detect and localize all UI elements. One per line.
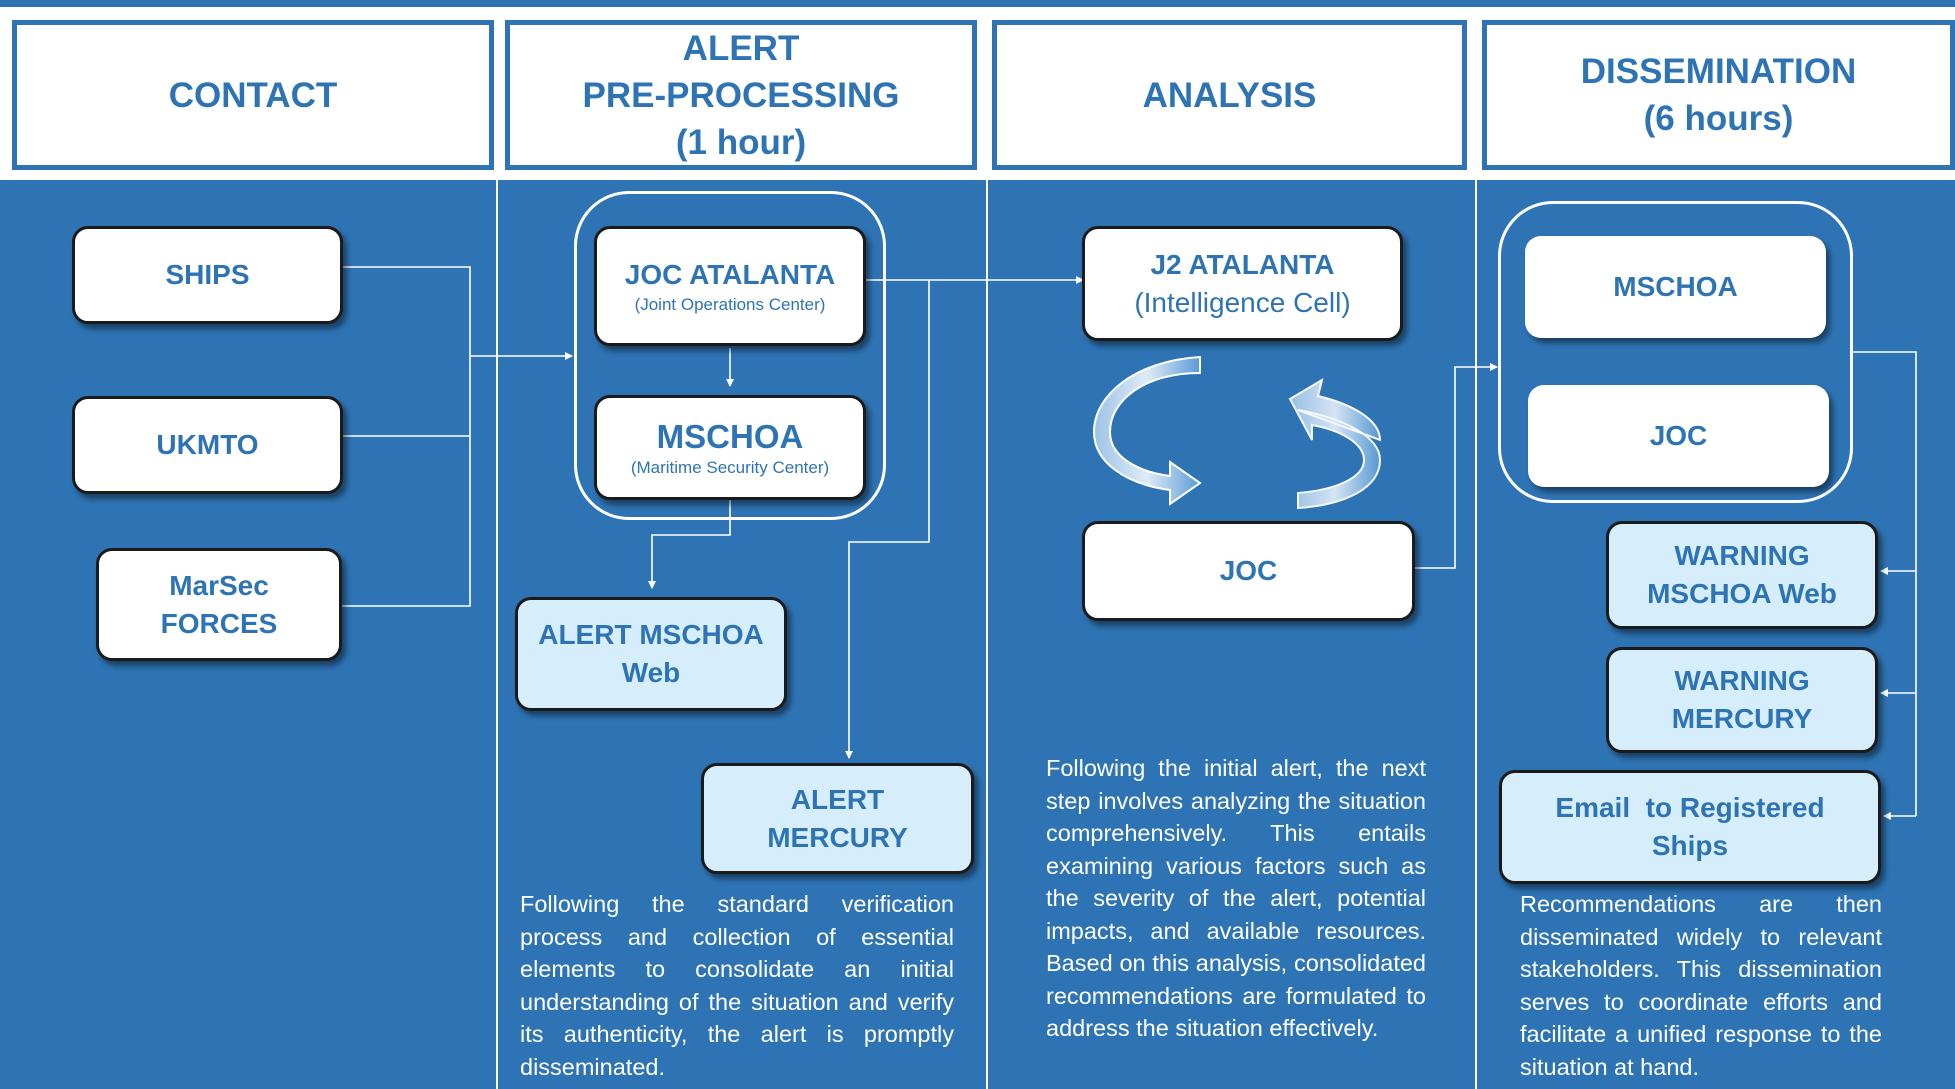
alert-web-line: Web [621,657,681,688]
dissemination-description: Recommendations are then disseminated wi… [1520,891,1882,1080]
warning-mercury-line: MERCURY [1671,703,1813,734]
ukmto-label: UKMTO [156,429,259,460]
analysis-description: Following the initial alert, the next st… [1046,755,1426,1041]
header-alert-preprocessing: ALERT PRE-PROCESSING (1 hour) [505,20,977,170]
email-line: Email to Registered [1555,792,1825,823]
dissemination-joc-label: JOC [1649,420,1708,451]
alert-mercury-line: ALERT [790,783,885,815]
mschoa-subtitle: (Maritime Security Center) [630,457,830,477]
marsec-label-line: FORCES [160,607,278,639]
header-analysis: ANALYSIS [992,20,1467,170]
header-line: ALERT [682,28,800,68]
connector-to-alert-web [648,500,731,589]
j2-atalanta-title: J2 ATALANTA [1150,248,1335,280]
header-contact: CONTACT [12,20,494,170]
header-line: DISSEMINATION [1580,52,1857,91]
joc-atalanta-subtitle: (Joint Operations Center) [634,295,826,314]
column-divider-1 [496,180,498,1089]
alert-mercury-box: ALERT MERCURY [701,763,974,874]
alert-mschoa-web-box: ALERT MSCHOA Web [515,597,787,711]
joc-atalanta-box: JOC ATALANTA (Joint Operations Center) [594,226,866,346]
column-divider-2 [986,180,988,1089]
mschoa-title: MSCHOA [656,417,804,455]
header-line: PRE-PROCESSING [582,75,900,115]
ukmto-box: UKMTO [72,396,343,494]
column-divider-3 [1475,180,1477,1089]
warning-mercury-line: WARNING [1674,665,1810,696]
dissemination-group [1498,201,1853,503]
header-dissemination: DISSEMINATION (6 hours) [1482,20,1955,170]
connector-to-alert-mercury [845,280,930,759]
circular-refresh-arrows-icon [1092,355,1382,510]
analysis-joc-label: JOC [1219,555,1278,586]
email-line: Ships [1651,830,1729,861]
alert-web-line: ALERT MSCHOA [538,619,764,650]
connector-to-warnings [1853,351,1917,816]
dissemination-mschoa-label: MSCHOA [1613,271,1738,302]
header-line: (6 hours) [1643,99,1794,138]
ships-box: SHIPS [72,226,343,324]
joc-atalanta-title: JOC ATALANTA [624,259,836,290]
marsec-label-line: MarSec [169,569,269,601]
email-registered-ships-box: Email to Registered Ships [1499,770,1881,884]
j2-atalanta-box: J2 ATALANTA (Intelligence Cell) [1082,226,1403,341]
mschoa-box: MSCHOA (Maritime Security Center) [594,395,866,500]
marsec-forces-box: MarSec FORCES [96,548,342,661]
warning-web-line: MSCHOA Web [1647,578,1837,609]
connector-joc-to-dissemination [1415,363,1498,569]
ships-label: SHIPS [165,259,250,290]
header-line: CONTACT [168,75,338,115]
warning-mschoa-web-box: WARNING MSCHOA Web [1606,521,1878,629]
analysis-joc-box: JOC [1082,521,1415,621]
j2-atalanta-subtitle: (Intelligence Cell) [1134,286,1351,318]
preprocessing-description: Following the standard verification proc… [520,891,954,1080]
alert-mercury-line: MERCURY [767,821,908,853]
warning-web-line: WARNING [1674,540,1810,571]
header-line: (1 hour) [675,122,807,162]
dissemination-mschoa-box: MSCHOA [1525,236,1826,338]
dissemination-joc-box: JOC [1528,385,1829,487]
warning-mercury-box: WARNING MERCURY [1606,647,1878,753]
top-frame-bar [0,0,1955,7]
header-line: ANALYSIS [1142,75,1317,115]
